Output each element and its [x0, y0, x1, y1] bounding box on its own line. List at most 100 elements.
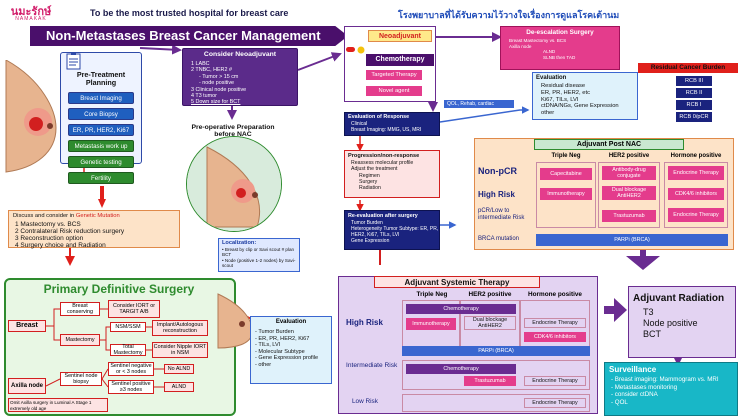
discuss-lead: Discuss and consider in Genetic Mutation	[13, 213, 120, 219]
rcb-item-2: RCB II	[676, 88, 712, 98]
localization-title: Localization:	[222, 240, 257, 246]
pretreatment-item-genetic[interactable]: Genetic testing	[68, 156, 134, 168]
progression-title: Progression/non-response	[348, 153, 420, 159]
systemic-endocrine-1[interactable]: Endocrine Therapy	[524, 318, 586, 328]
post-nac-row-nonpcr: Non-pCR	[478, 166, 517, 176]
evaluation-right-item: Residual disease	[541, 83, 586, 89]
neoadjuvant-chemotherapy[interactable]: Chemotherapy	[366, 54, 434, 66]
logo-subtext: NAMAKAK	[15, 16, 47, 22]
neoadj-item: 4 T3 tumor	[191, 93, 217, 100]
evaluation-mid-panel: Evaluation - Tumor Burden - ER, PR, HER2…	[250, 316, 332, 384]
pretreatment-item-breast-imaging[interactable]: Breast Imaging	[68, 92, 134, 104]
eval-response-title-text: Evaluation of Response	[348, 114, 410, 120]
progression-item: Surgery	[359, 178, 378, 185]
discuss-item: 4 Surgery choice and Radiation	[15, 242, 106, 249]
evaluation-mid-item: - TILs, LVI	[255, 342, 281, 349]
systemic-grid-intermediate	[402, 360, 590, 390]
pretreatment-item-core-biopsy[interactable]: Core Biopsy	[68, 108, 134, 120]
definitive-nipple-iort: Consider Nipple IORT in NSM	[152, 342, 208, 358]
pretreatment-item-metastasis[interactable]: Metastasis work up	[68, 140, 134, 152]
rcb-item-1: RCB I	[676, 100, 712, 110]
evaluation-right-item: ctDNA/NGs, Gene Expression	[541, 103, 619, 110]
progression-item: Adjust the treatment	[351, 166, 398, 173]
reeval-item: Gene Expression	[351, 238, 390, 244]
systemic-endocrine-3[interactable]: Endocrine Therapy	[524, 398, 586, 408]
radiation-item: T3	[643, 307, 654, 317]
progression-item: Regimen	[359, 172, 380, 179]
localization-list: • Breast by clip or Savi scout # plan BC…	[222, 247, 300, 269]
systemic-panel	[338, 276, 598, 414]
radiation-list: T3 Node positive BCT	[643, 307, 698, 340]
evaluation-right-item: Ki67, TILs, LVI	[541, 96, 579, 103]
post-nac-grid-tnbc	[536, 162, 596, 228]
pretreatment-item-receptors[interactable]: ER, PR, HER2, Ki67	[68, 124, 134, 136]
definitive-surgery-title: Primary Definitive Surgery	[43, 282, 195, 296]
surgery-connectors	[45, 308, 164, 388]
discuss-item: 1 Mastectomy vs. BCS	[15, 221, 81, 228]
systemic-immunotherapy[interactable]: Immunotherapy	[406, 318, 456, 330]
eval-response-item: Breast Imaging: MMG, US, MRI	[351, 127, 422, 133]
post-nac-immunotherapy[interactable]: Immunotherapy	[540, 188, 592, 200]
definitive-axilla-note: Omit Axilla surgery in Luminal A Stage 1…	[8, 398, 108, 412]
discuss-lead-mutation: Genetic Mutation	[75, 213, 120, 219]
definitive-sentinel: Sentinel node biopsy	[60, 372, 102, 386]
post-nac-col-tnbc: Triple Neg	[551, 153, 581, 159]
neoadj-item: 3 Clinical node positive	[191, 86, 247, 93]
page-title: Non-Metastases Breast Cancer Management	[46, 28, 321, 43]
evaluation-right-item: ER, PR, HER2, etc	[541, 89, 590, 96]
definitive-iort: Consider IORT or TARGIT A/B	[108, 300, 160, 318]
systemic-row-intermediate: Intermediate Risk	[346, 362, 398, 369]
systemic-endocrine-2[interactable]: Endocrine Therapy	[524, 376, 586, 386]
eval-response-item: Clinical	[351, 121, 368, 127]
deescalation-item: SLNB then TAD	[543, 54, 576, 60]
evaluation-mid-item: - ER, PR, HER2, Ki67	[255, 335, 310, 342]
post-nac-parp[interactable]: PARPi (BRCA)	[536, 234, 728, 246]
evaluation-right-list: Residual disease ER, PR, HER2, etc Ki67,…	[541, 83, 619, 117]
post-nac-adc[interactable]: Antibody-drug conjugate	[602, 166, 656, 180]
systemic-trastuzumab[interactable]: Trastuzumab	[464, 376, 516, 386]
definitive-total-mastectomy: Total Mastectomy	[110, 344, 146, 356]
consider-neoadjuvant-list: 1 LABC 2 TNBC, HER2 # - Tumor > 15 cm - …	[191, 61, 246, 106]
discuss-item: 3 Reconstruction option	[15, 235, 84, 242]
systemic-grid-low	[402, 394, 590, 412]
definitive-sentinel-positive: Sentinel positive ≥3 nodes	[108, 380, 154, 394]
definitive-breast-conserving: Breast conserving	[60, 302, 100, 316]
rcb-title: Residual Cancer Burden	[638, 63, 738, 73]
deescalation-panel: De-escalation Surgery Breast Mastectomy …	[500, 26, 620, 70]
systemic-parp[interactable]: PARPi (BRCA)	[402, 346, 590, 356]
post-nac-row-brca: BRCA mutation	[478, 236, 520, 242]
systemic-cdk46[interactable]: CDK4/6 inhibitors	[524, 332, 586, 342]
definitive-sentinel-negative: Sentinel negative or < 3 nodes	[108, 362, 154, 376]
neoadj-item: - node positive	[199, 80, 235, 87]
progression-item: Radiation	[359, 185, 381, 192]
definitive-breast: Breast	[8, 320, 46, 332]
pretreatment-item-fertility[interactable]: Fertility	[68, 172, 134, 184]
systemic-chemotherapy-1[interactable]: Chemotherapy	[406, 304, 516, 314]
evaluation-mid-item: - Gene Expression profile	[255, 355, 319, 362]
preop-illustration	[186, 136, 282, 232]
reeval-item: Tumor Burden	[351, 220, 383, 226]
localization-item: • Node (positive 1-2 nodes) by Savi-scou…	[222, 257, 296, 269]
systemic-dual-blockage[interactable]: Dual blockage AntiHER2	[464, 316, 516, 330]
radiation-title: Adjuvant Radiation	[633, 293, 725, 304]
post-nac-cdk46[interactable]: CDK4/6 inhibitors	[668, 188, 724, 200]
neoadjuvant-targeted[interactable]: Targeted Therapy	[366, 70, 422, 80]
neoadjuvant-novel[interactable]: Novel agent	[366, 86, 422, 96]
consider-neoadjuvant-panel: Consider Neoadjuvant 1 LABC 2 TNBC, HER2…	[182, 48, 298, 106]
post-nac-endocrine-2[interactable]: Endocrine Therapy	[668, 208, 724, 222]
post-nac-dual-blockage[interactable]: Dual blockage AntiHER2	[602, 186, 656, 200]
systemic-chemotherapy-2[interactable]: Chemotherapy	[406, 364, 516, 374]
evaluation-mid-item: - Molecular Subtype	[255, 348, 305, 355]
post-nac-trastuzumab[interactable]: Trastuzumab	[602, 210, 656, 222]
post-nac-capecitabine[interactable]: Capecitabine	[540, 168, 592, 180]
deescalation-item: Axilla node	[509, 43, 532, 49]
post-nac-col-her2: HER2 positive	[608, 153, 650, 159]
eval-response-panel: Evaluation of Response Clinical Breast I…	[344, 112, 440, 136]
definitive-alnd: ALND	[164, 382, 194, 392]
reeval-panel: Re-evaluation after surgery Tumor Burden…	[344, 210, 440, 250]
eval-response-list: Clinical Breast Imaging: MMG, US, MRI	[351, 121, 421, 133]
radiation-item: BCT	[643, 329, 661, 339]
systemic-col-tnbc: Triple Neg	[416, 291, 448, 298]
post-nac-endocrine-1[interactable]: Endocrine Therapy	[668, 166, 724, 180]
pretreatment-title: Pre-Treatment Planning	[76, 70, 126, 87]
